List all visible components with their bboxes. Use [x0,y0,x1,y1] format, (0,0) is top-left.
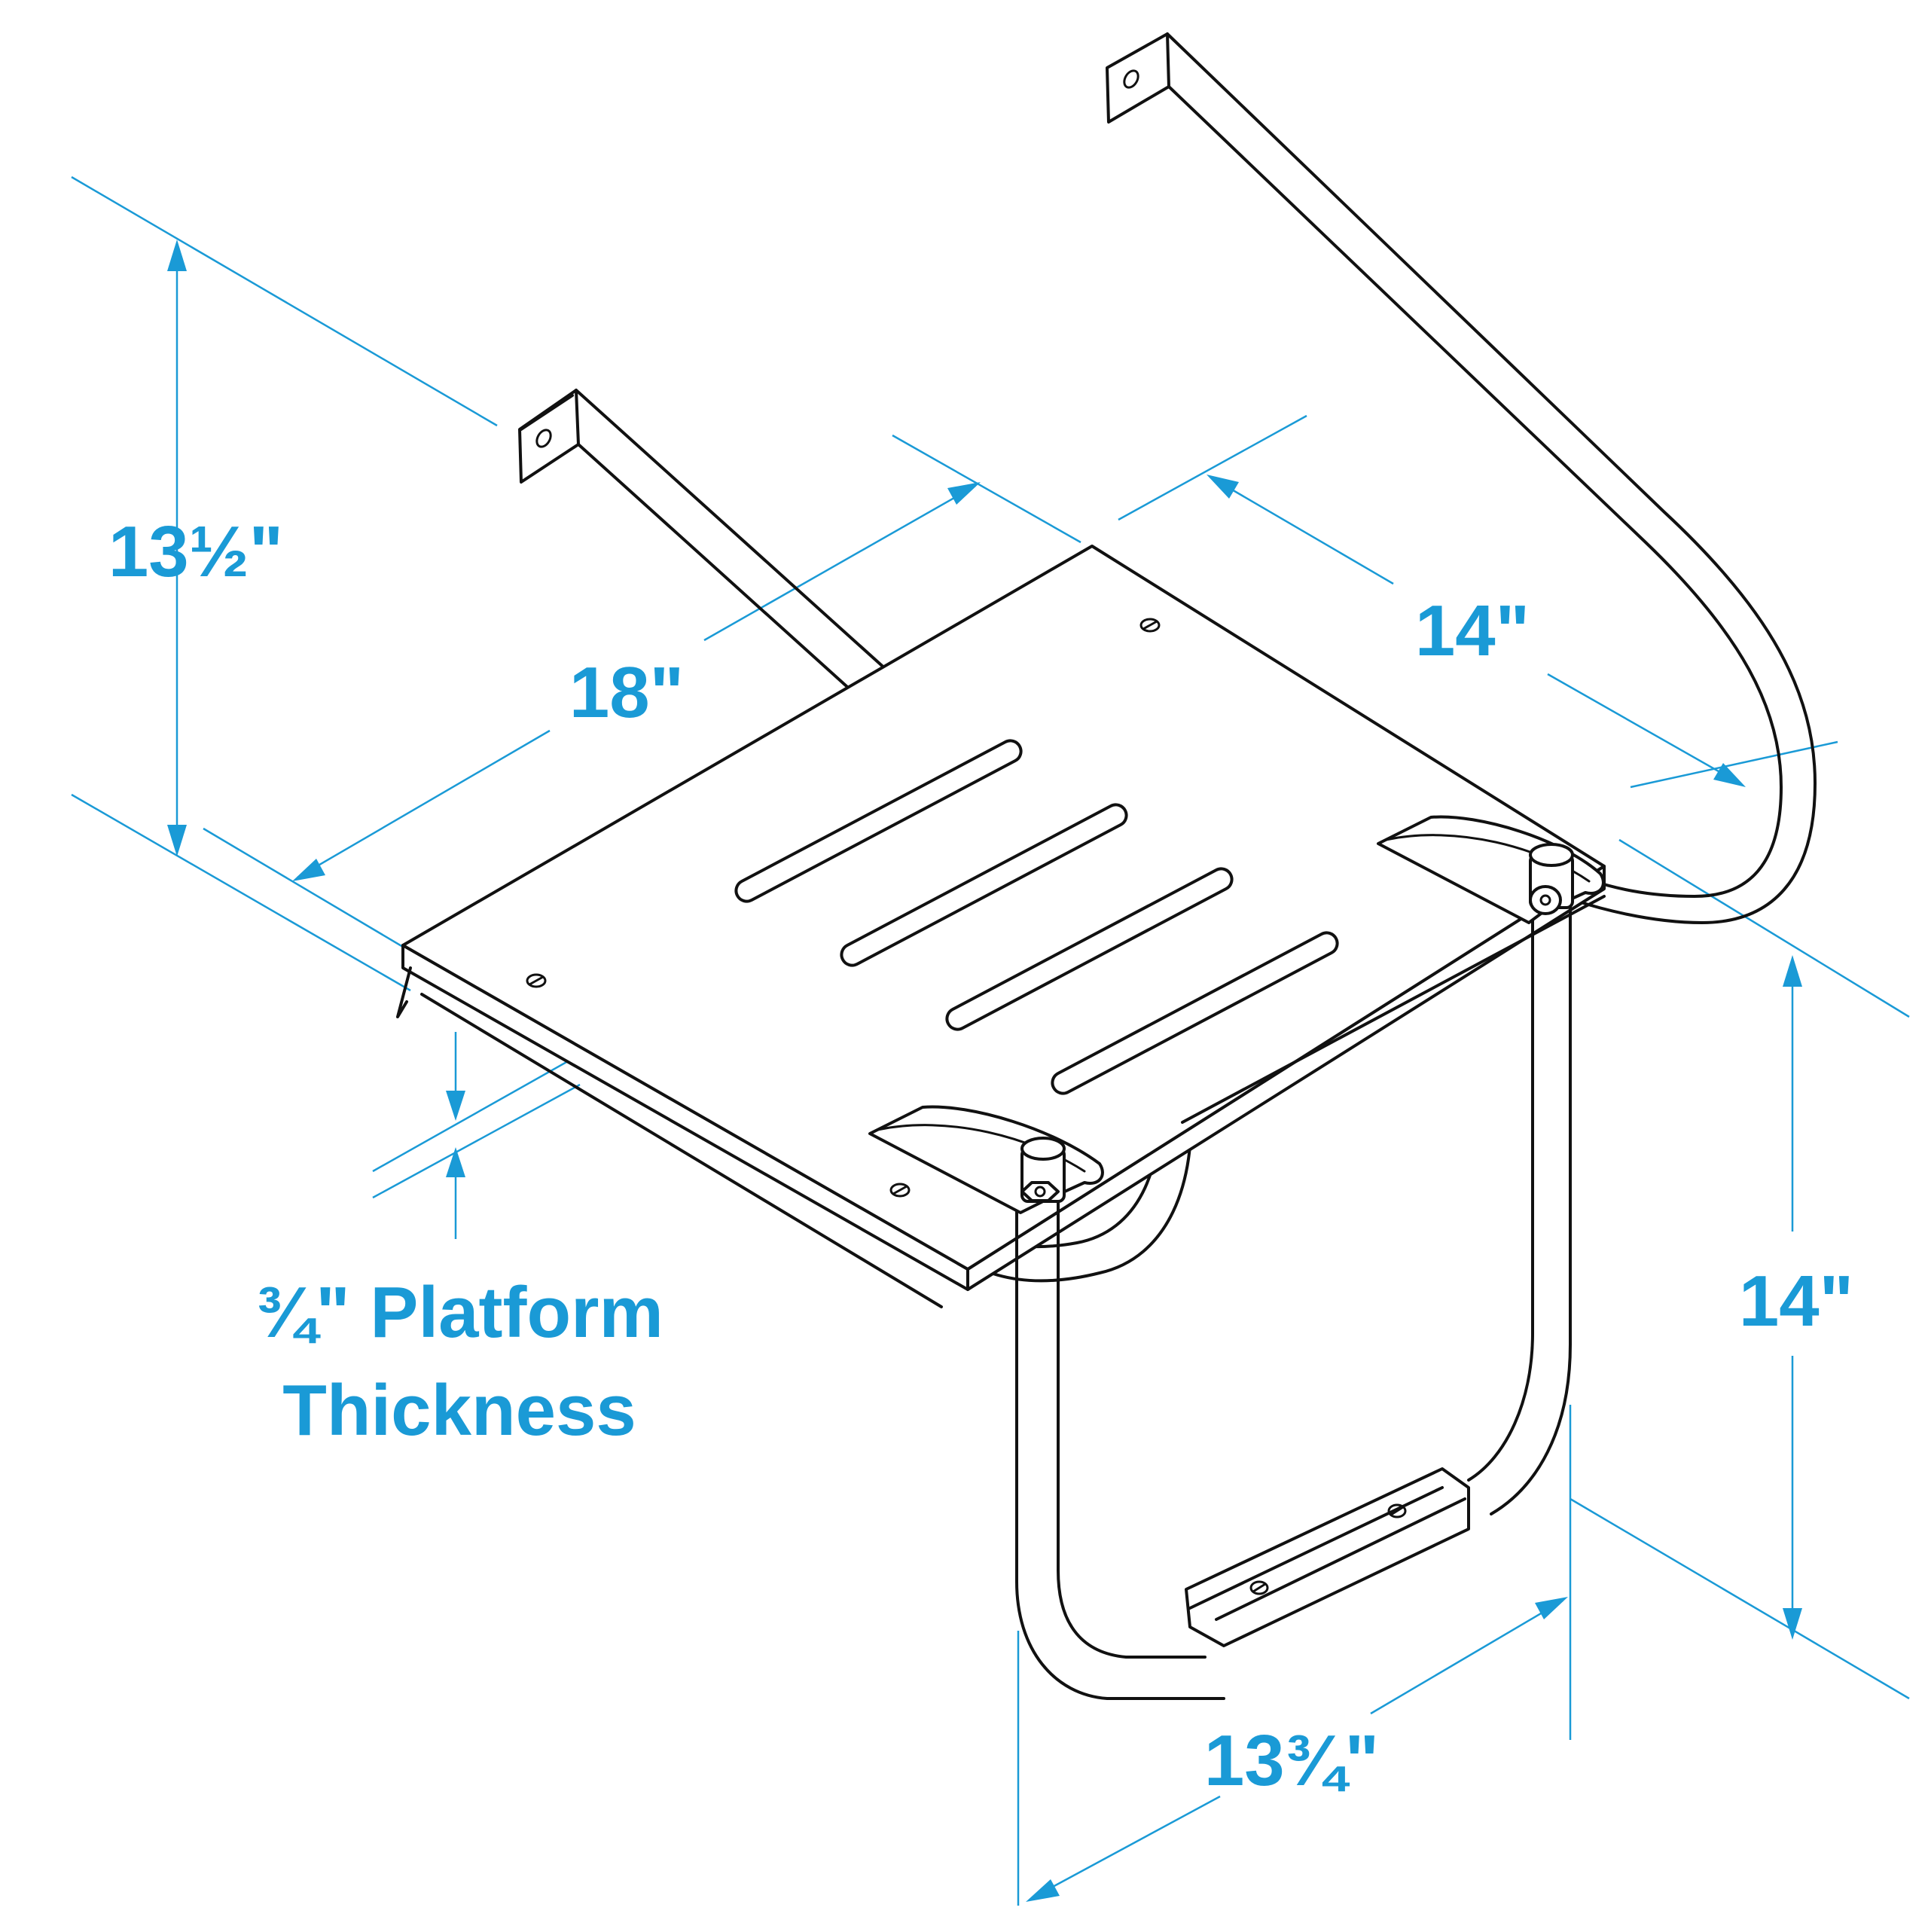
dim-thickness [446,1032,465,1239]
dim-height-overall [167,240,187,856]
label-ladder-drop: 14" [1739,1261,1853,1341]
dim-platform-width [1207,475,1746,787]
dim-ladder-width [1026,1597,1568,1902]
label-ladder-width: 13¾" [1204,1720,1379,1801]
dim-ladder-drop [1783,955,1802,1640]
label-platform-depth: 18" [569,652,684,733]
extension-lines [71,175,1910,1906]
label-thickness-line1: ¾" Platform [255,1272,664,1353]
label-platform-width: 14" [1415,591,1530,671]
label-thickness-line2: Thickness [282,1370,636,1451]
ladder [1015,872,1572,1700]
dim-platform-depth [292,482,981,881]
right-handrail [1106,32,1817,924]
platform [396,545,1606,1308]
labels: 13½" 18" 14" 14" 13¾" ¾" Platform Thickn… [108,511,1853,1801]
label-height-overall: 13½" [108,511,283,592]
hinge-rear [1377,815,1605,924]
hinge-front [868,1105,1104,1214]
